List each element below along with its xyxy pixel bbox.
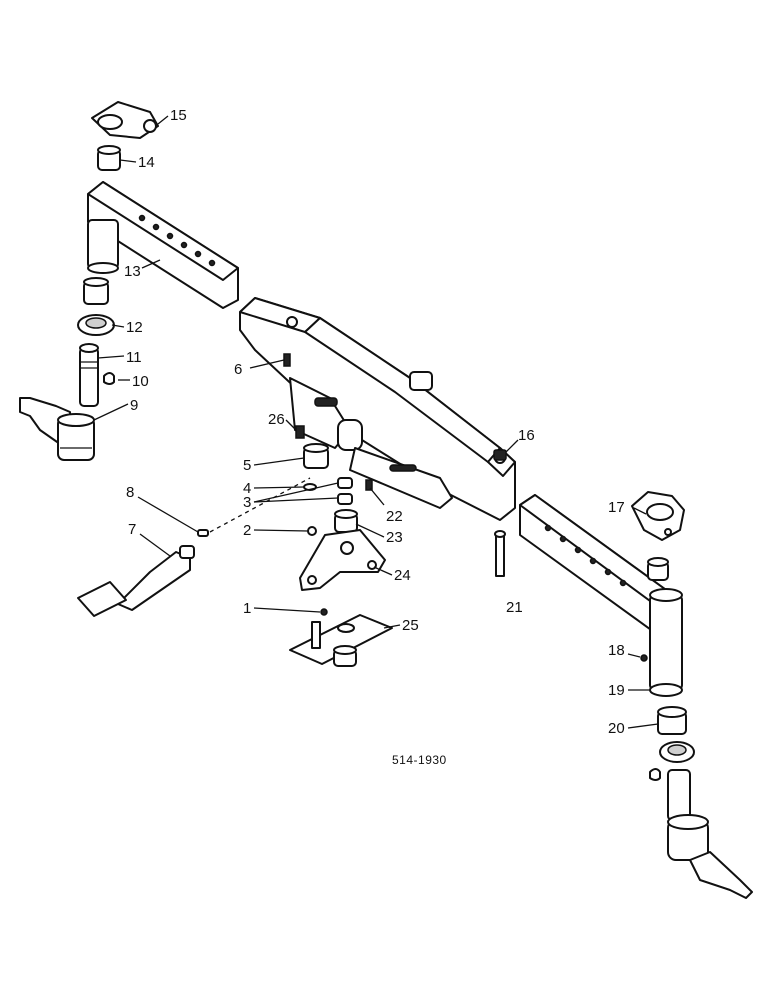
bushing-right xyxy=(657,706,687,735)
axle-extension-right xyxy=(519,494,683,697)
callout-3: 3 xyxy=(243,494,251,511)
bushing-23 xyxy=(334,509,358,533)
spindle-right xyxy=(667,814,753,899)
spacer-3 xyxy=(337,477,353,505)
bushing-25-lower xyxy=(333,645,357,667)
callout-16: 16 xyxy=(518,427,535,444)
callout-7: 7 xyxy=(128,521,136,538)
callout-14: 14 xyxy=(138,154,155,171)
callout-21: 21 xyxy=(506,599,523,616)
callout-19: 19 xyxy=(608,682,625,699)
pivot-shaft-7 xyxy=(77,545,195,617)
callout-17: 17 xyxy=(608,499,625,516)
bolt-21 xyxy=(494,530,506,577)
king-pin-left xyxy=(79,343,99,407)
callout-25: 25 xyxy=(402,617,419,634)
plate-25 xyxy=(289,614,393,665)
callout-10: 10 xyxy=(132,373,149,390)
stud-16 xyxy=(493,449,507,461)
callout-26: 26 xyxy=(268,411,285,428)
callout-22: 22 xyxy=(386,508,403,525)
support-bracket-24 xyxy=(299,529,386,591)
steering-arm-left xyxy=(91,101,159,139)
callout-15: 15 xyxy=(170,107,187,124)
axle-extension-left xyxy=(87,181,239,309)
king-pin-right xyxy=(649,768,691,821)
callout-labels: 15 14 13 12 11 10 9 6 26 5 4 3 2 1 8 7 2… xyxy=(124,107,625,737)
callout-4: 4 xyxy=(243,480,251,497)
grease-fitting-26 xyxy=(295,425,305,439)
leader-lines xyxy=(93,115,659,729)
grease-fitting-right xyxy=(640,654,648,662)
callout-9: 9 xyxy=(130,397,138,414)
seal-ring-right xyxy=(659,741,695,763)
callout-20: 20 xyxy=(608,720,625,737)
callout-11: 11 xyxy=(126,349,142,366)
callout-6: 6 xyxy=(234,361,242,378)
callout-1: 1 xyxy=(243,600,251,617)
callout-2: 2 xyxy=(243,522,251,539)
callout-24: 24 xyxy=(394,567,411,584)
callout-5: 5 xyxy=(243,457,251,474)
callout-13: 13 xyxy=(124,263,141,280)
seal-ring-left xyxy=(77,314,115,336)
axle-beam-center xyxy=(239,297,516,521)
grease-fitting-1 xyxy=(320,608,328,616)
bushing-upper-left xyxy=(97,145,121,171)
key-left xyxy=(103,372,115,385)
steering-arm-right xyxy=(631,491,685,541)
bushing-pivot xyxy=(303,443,329,469)
pin-8 xyxy=(197,529,209,537)
screw-22 xyxy=(365,479,373,491)
callout-12: 12 xyxy=(126,319,143,336)
callout-18: 18 xyxy=(608,642,625,659)
callout-23: 23 xyxy=(386,529,403,546)
nut-2 xyxy=(307,526,317,536)
spindle-left xyxy=(19,397,95,461)
bushing-lower-left xyxy=(83,277,109,305)
diagram-code: 514-1930 xyxy=(392,753,447,767)
callout-8: 8 xyxy=(126,484,134,501)
bushing-top-right xyxy=(647,557,669,581)
